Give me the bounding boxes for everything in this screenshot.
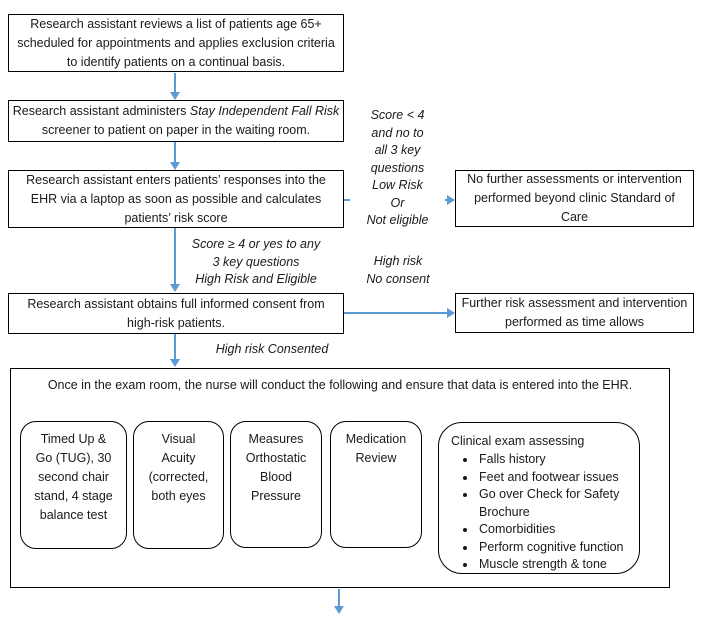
text-line: Acuity — [161, 451, 196, 465]
arrow-head-icon — [169, 162, 180, 170]
box-text: Research assistant enters patients’ resp… — [9, 171, 343, 228]
text-line: Orthostatic — [245, 451, 307, 465]
card-tug-balance-tests: Timed Up & Go (TUG), 30 second chair stand,… — [20, 421, 127, 549]
text-line: scheduled for appointments and applies e… — [17, 35, 335, 50]
text-line: Visual — [161, 432, 196, 446]
arrow-shaft — [174, 73, 176, 93]
text-line: Medication — [345, 432, 407, 446]
text-line: to identify patients on a continual basi… — [66, 54, 286, 69]
arrow-head-icon — [169, 92, 180, 100]
text-line: Research assistant obtains full informed… — [27, 296, 325, 311]
list-item: Muscle strength & tone — [477, 556, 633, 574]
text-segment: screener to patient on paper in the wait… — [41, 123, 311, 137]
arrow-head-icon — [333, 606, 344, 614]
label-high-risk-no-consent-branch: High risk No consent — [352, 253, 444, 288]
text-line: Score < 4 — [370, 108, 425, 122]
box-text: Research assistant administers Stay Inde… — [9, 102, 343, 140]
text-line: (corrected, — [148, 470, 209, 484]
label-high-risk-consented-branch: High risk Consented — [215, 342, 329, 356]
text-line: Measures — [248, 432, 304, 446]
list-item: Comorbidities — [477, 521, 633, 539]
text-line: Or — [390, 195, 405, 210]
box-no-further-assessment: No further assessments or intervention pe… — [455, 170, 694, 227]
text-line: EHR via a laptop as soon as possible and… — [30, 191, 322, 206]
arrow-shaft — [174, 228, 176, 285]
arrow-shaft — [174, 334, 176, 360]
list-item: Falls history — [477, 451, 633, 469]
list-item: Feet and footwear issues — [477, 469, 633, 487]
text-line: stand, 4 stage — [34, 489, 113, 503]
text-line: Care — [560, 210, 589, 224]
down-arrow-icon — [333, 589, 344, 614]
arrow-shaft — [344, 312, 448, 314]
text-line: Research assistant enters patients’ resp… — [26, 172, 326, 187]
arrow-head-icon — [169, 284, 180, 292]
text-line: performed as time allows — [505, 315, 644, 329]
text-line: No consent — [366, 271, 430, 286]
down-arrow-icon — [169, 334, 180, 367]
arrow-head-icon — [169, 359, 180, 367]
text-line: second chair — [38, 470, 109, 484]
arrow-shaft — [338, 589, 340, 607]
box-further-risk-assessment: Further risk assessment and intervention… — [455, 293, 694, 333]
list-item: Go over Check for Safety Brochure — [477, 486, 633, 521]
text-line: Low Risk — [372, 178, 423, 192]
list-item: Perform cognitive function — [477, 539, 633, 557]
text-segment-italic: Stay Independent Fall Risk — [189, 104, 340, 118]
clinical-exam-title: Clinical exam assessing — [451, 434, 585, 448]
text-line: high-risk patients. — [127, 315, 225, 330]
text-line: Research assistant reviews a list of pat… — [30, 16, 322, 31]
box-obtain-consent: Research assistant obtains full informed… — [8, 293, 344, 334]
text-line: Go (TUG), 30 — [35, 451, 112, 465]
box-text: Research assistant reviews a list of pat… — [9, 15, 343, 72]
box-review-patient-list: Research assistant reviews a list of pat… — [8, 14, 344, 72]
down-arrow-icon — [169, 142, 180, 170]
clinical-exam-list: Falls historyFeet and footwear issuesGo … — [451, 451, 633, 574]
text-line: Review — [355, 451, 397, 465]
box-administer-screener: Research assistant administers Stay Inde… — [8, 100, 344, 142]
text-line: No further assessments or intervention — [467, 172, 682, 186]
exam-room-header: Once in the exam room, the nurse will co… — [47, 378, 633, 392]
box-enter-responses-ehr: Research assistant enters patients’ resp… — [8, 170, 344, 228]
arrow-head-icon — [447, 194, 455, 205]
text-segment: Research assistant administers — [12, 104, 190, 118]
text-line: 3 key questions — [212, 254, 300, 269]
text-line: and no to — [371, 125, 424, 140]
box-text: No further assessments or intervention pe… — [456, 170, 693, 227]
box-text: Further risk assessment and intervention… — [456, 294, 693, 332]
text-line: all 3 key — [374, 143, 421, 157]
text-line: Blood — [260, 470, 292, 484]
text-line: patients’ risk score — [124, 210, 228, 225]
down-arrow-icon — [169, 228, 180, 292]
text-line: balance test — [39, 508, 108, 522]
text-line: both eyes — [151, 489, 206, 503]
box-text: Research assistant obtains full informed… — [9, 295, 343, 333]
right-arrow-icon — [344, 307, 455, 318]
text-line: High risk — [373, 254, 423, 268]
text-line: High Risk and Eligible — [195, 272, 317, 286]
arrow-shaft — [174, 142, 176, 163]
text-line: questions — [370, 160, 425, 175]
text-line: Score ≥ 4 or yes to any — [191, 237, 321, 251]
text-line: Further risk assessment and intervention — [461, 296, 688, 310]
card-clinical-exam: Clinical exam assessing Falls historyFee… — [438, 422, 640, 574]
text-line: Timed Up & — [40, 432, 107, 446]
text-line: Pressure — [250, 489, 302, 503]
arrow-head-icon — [447, 307, 455, 318]
text-line: performed beyond clinic Standard of — [474, 191, 675, 205]
down-arrow-icon — [169, 73, 180, 100]
text-line: Not eligible — [366, 213, 429, 227]
